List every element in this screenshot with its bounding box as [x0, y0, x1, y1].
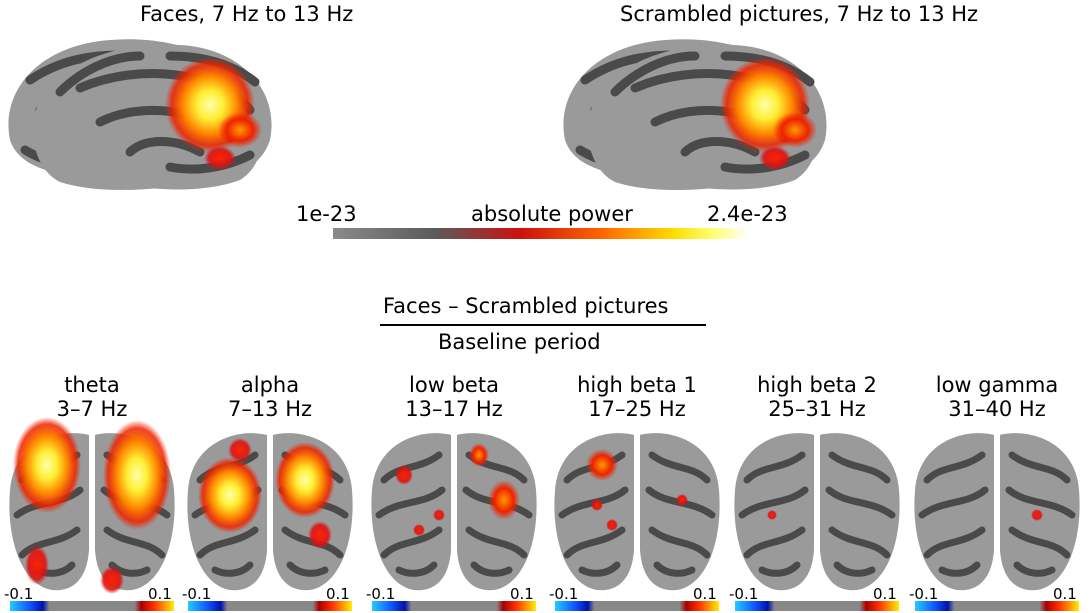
band-brains	[9, 417, 1080, 611]
band-brain	[371, 433, 537, 591]
power-colorbar-min: 1e-23	[296, 202, 357, 226]
contrast-denominator: Baseline period	[438, 330, 601, 354]
sulcus	[1008, 451, 1071, 484]
activation-blob	[13, 417, 81, 513]
band-range: 17–25 Hz	[588, 397, 686, 421]
band-name: low beta	[409, 373, 499, 397]
band-colorbar-min: -0.1	[366, 585, 396, 603]
activation-blob	[103, 420, 171, 530]
band-brain	[187, 433, 353, 591]
band-colorbar-max: 0.1	[510, 585, 534, 603]
scrambled-panel-title: Scrambled pictures, 7 Hz to 13 Hz	[620, 2, 979, 26]
power-colorbar-label: absolute power	[471, 202, 633, 226]
activation-blob	[228, 438, 252, 462]
sulcus	[563, 526, 626, 559]
activation-blob	[1031, 509, 1043, 521]
sulcus	[380, 526, 443, 559]
band-name: high beta 2	[757, 373, 877, 397]
scrambled-right-hemisphere	[587, 44, 827, 190]
sulcus	[465, 526, 528, 559]
sulcus	[211, 561, 254, 577]
sulcus	[18, 526, 81, 559]
band-range: 25–31 Hz	[768, 397, 866, 421]
power-colorbar-max: 2.4e-23	[707, 202, 788, 226]
sulcus	[738, 486, 809, 519]
power-colorbar	[333, 228, 748, 239]
band-colorbar-max: 0.1	[693, 585, 717, 603]
sulcus	[1008, 526, 1071, 559]
sulcus	[938, 561, 981, 577]
band-name: theta	[64, 373, 120, 397]
band-colorbar-min: -0.1	[549, 585, 579, 603]
sulcus	[825, 486, 896, 519]
band-brain	[914, 433, 1080, 591]
band-range: 3–7 Hz	[56, 397, 128, 421]
sulcus	[648, 526, 711, 559]
band-range: 13–17 Hz	[405, 397, 503, 421]
activation-blob	[275, 442, 335, 518]
sulcus	[578, 561, 621, 577]
band-name: high beta 1	[577, 373, 697, 397]
activation-blob	[198, 457, 262, 533]
band-colorbar	[372, 601, 536, 611]
sulcus	[743, 526, 806, 559]
band-name: alpha	[240, 373, 300, 397]
sulcus	[375, 486, 446, 519]
band-colorbar-max: 0.1	[326, 585, 350, 603]
sulcus	[833, 561, 876, 577]
activation-blob	[676, 494, 688, 506]
sulcus	[103, 526, 166, 559]
activation-blob	[586, 449, 618, 481]
band-range: 31–40 Hz	[948, 397, 1046, 421]
band-colorbar	[735, 601, 899, 611]
band-colorbar	[10, 601, 174, 611]
sulcus	[470, 561, 513, 577]
activation-blob	[488, 480, 520, 520]
activation-blob	[308, 521, 332, 549]
band-colorbar-min: -0.1	[4, 585, 34, 603]
band-colorbar-min: -0.1	[909, 585, 939, 603]
sulcus	[1005, 486, 1076, 519]
activation-blob	[25, 545, 49, 585]
faces-right-hemisphere	[32, 44, 272, 190]
band-colorbar-max: 0.1	[873, 585, 897, 603]
band-brain	[554, 433, 720, 591]
activation-blob	[606, 519, 618, 531]
activation-blob	[591, 499, 603, 511]
band-colorbar-min: -0.1	[729, 585, 759, 603]
band-brain	[9, 417, 175, 594]
sulcus	[395, 561, 438, 577]
activation-blob	[413, 524, 425, 536]
sulcus	[196, 526, 259, 559]
faces-panel-title: Faces, 7 Hz to 13 Hz	[140, 2, 354, 26]
sulcus	[923, 526, 986, 559]
sulcus	[648, 451, 711, 484]
sulcus	[918, 486, 989, 519]
sulcus	[1013, 561, 1056, 577]
band-range: 7–13 Hz	[227, 397, 313, 421]
activation-blob	[767, 510, 777, 520]
band-colorbar-max: 0.1	[1053, 585, 1077, 603]
band-colorbar	[188, 601, 352, 611]
band-colorbar-max: 0.1	[148, 585, 172, 603]
sulcus	[923, 451, 986, 484]
band-colorbar	[915, 601, 1079, 611]
activation-blob	[433, 509, 445, 521]
sulcus	[286, 561, 329, 577]
sulcus	[828, 526, 891, 559]
band-colorbar-min: -0.1	[182, 585, 212, 603]
band-colorbar	[555, 601, 719, 611]
band-brain	[734, 433, 900, 591]
activation-blob	[100, 566, 124, 594]
sulcus	[743, 451, 806, 484]
contrast-numerator: Faces – Scrambled pictures	[383, 294, 669, 318]
activation-blob	[395, 465, 413, 485]
band-name: low gamma	[935, 373, 1059, 397]
sulcus	[828, 451, 891, 484]
sulcus	[758, 561, 801, 577]
sulcus	[653, 561, 696, 577]
activation-blob	[469, 443, 489, 467]
